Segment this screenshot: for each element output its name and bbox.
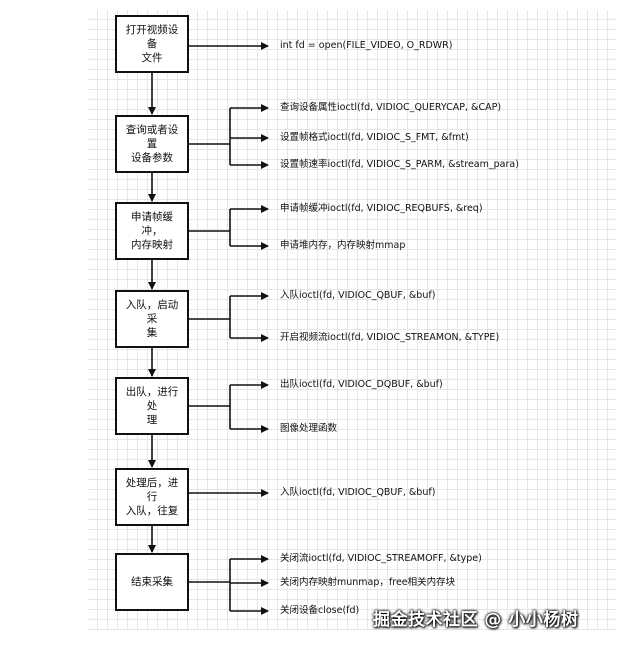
- step-box-5: 出队，进行处 理: [115, 377, 189, 435]
- call-label-3-1: 申请帧缓冲ioctl(fd, VIDIOC_REQBUFS, &req): [280, 203, 483, 214]
- step-label-2: 查询或者设置 设备参数: [125, 124, 179, 164]
- step-box-6: 处理后，进行 入队，往复: [115, 468, 189, 526]
- step-box-7: 结束采集: [115, 553, 189, 611]
- call-label-1-1: int fd = open(FILE_VIDEO, O_RDWR): [280, 40, 453, 51]
- step-label-6: 处理后，进行 入队，往复: [125, 477, 179, 517]
- step-label-5: 出队，进行处 理: [125, 386, 179, 426]
- step-label-4: 入队，启动采 集: [125, 299, 179, 339]
- grid-canvas: [88, 10, 616, 630]
- step-label-1: 打开视频设备 文件: [125, 24, 179, 64]
- call-label-6-1: 入队ioctl(fd, VIDIOC_QBUF, &buf): [280, 487, 436, 498]
- step-box-4: 入队，启动采 集: [115, 290, 189, 348]
- watermark: 掘金技术社区 @ 小小杨树: [373, 610, 579, 630]
- call-label-2-3: 设置帧速率ioctl(fd, VIDIOC_S_PARM, &stream_pa…: [280, 159, 519, 170]
- call-label-5-1: 出队ioctl(fd, VIDIOC_DQBUF, &buf): [280, 379, 443, 390]
- step-label-3: 申请帧缓冲， 内存映射: [131, 211, 173, 251]
- call-label-2-1: 查询设备属性ioctl(fd, VIDIOC_QUERYCAP, &CAP): [280, 102, 502, 113]
- step-box-2: 查询或者设置 设备参数: [115, 115, 189, 173]
- call-label-7-2: 关闭内存映射munmap，free相关内存块: [280, 577, 456, 588]
- step-box-1: 打开视频设备 文件: [115, 15, 189, 73]
- call-label-5-2: 图像处理函数: [280, 423, 338, 434]
- step-label-7: 结束采集: [131, 576, 173, 588]
- step-box-3: 申请帧缓冲， 内存映射: [115, 202, 189, 260]
- call-label-7-3: 关闭设备close(fd): [280, 605, 360, 616]
- call-label-7-1: 关闭流ioctl(fd, VIDIOC_STREAMOFF, &type): [280, 553, 482, 564]
- call-label-3-2: 申请堆内存，内存映射mmap: [280, 240, 406, 251]
- call-label-4-1: 入队ioctl(fd, VIDIOC_QBUF, &buf): [280, 290, 436, 301]
- call-label-4-2: 开启视频流ioctl(fd, VIDIOC_STREAMON, &TYPE): [280, 332, 500, 343]
- call-label-2-2: 设置帧格式ioctl(fd, VIDIOC_S_FMT, &fmt): [280, 132, 469, 143]
